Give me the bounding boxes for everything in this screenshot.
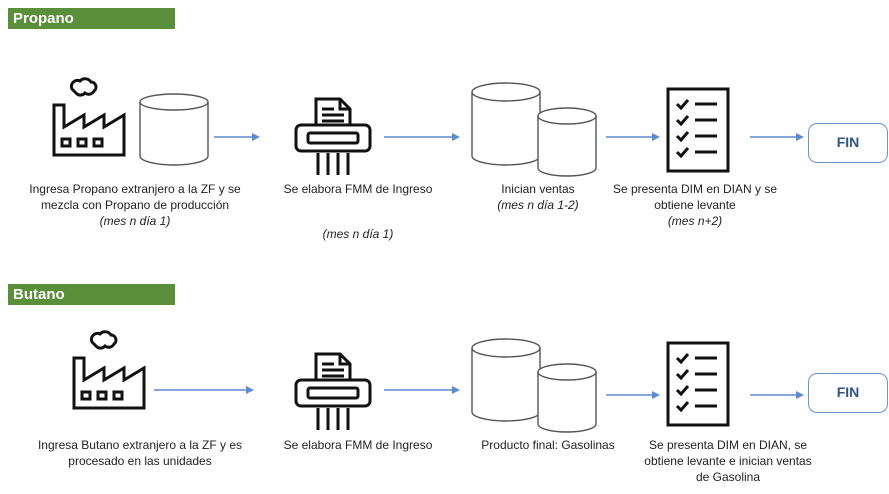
factory-icon (52, 77, 126, 157)
step-text: Se presenta DIM en DIAN y se obtiene lev… (612, 182, 778, 212)
step-text: Ingresa Butano extranjero a la ZF y es p… (37, 438, 243, 468)
document-shredder-icon (294, 352, 372, 430)
step-caption: Se presenta DIM en DIAN y se obtiene lev… (610, 181, 780, 229)
step-note: (mes n día 1-2) (497, 198, 579, 212)
step-text: Se elabora FMM de Ingreso (283, 438, 433, 452)
fin-box: FIN (808, 123, 888, 163)
step-caption: Se presenta DIM en DIAN, se obtiene leva… (640, 437, 816, 485)
step-caption: Ingresa Butano extranjero a la ZF y es p… (20, 437, 260, 469)
checklist-icon (666, 87, 730, 173)
checklist-icon (666, 341, 730, 427)
step-text: Ingresa Propano extranjero a la ZF y se … (29, 182, 241, 212)
flow-arrow (606, 133, 660, 141)
storage-tanks-icon (471, 338, 597, 433)
step-caption: Se elabora FMM de Ingreso (268, 437, 448, 453)
step-caption: Ingresa Propano extranjero a la ZF y se … (20, 181, 250, 229)
step-caption: Inician ventas (mes n día 1-2) (468, 181, 608, 213)
step-note: (mes n+2) (667, 214, 723, 228)
step-text: Inician ventas (501, 182, 575, 196)
step-text: Producto final: Gasolinas (481, 438, 615, 452)
step-caption: Producto final: Gasolinas (458, 437, 638, 453)
flow-arrow (750, 391, 804, 399)
storage-tank-icon (139, 93, 209, 166)
flow-arrow (214, 133, 260, 141)
propano-header: Propano (8, 8, 175, 29)
storage-tanks-icon (471, 82, 597, 177)
step-note: (mes n día 1) (99, 214, 171, 228)
flow-arrow (154, 386, 254, 394)
document-shredder-icon (294, 97, 372, 175)
fin-box: FIN (808, 373, 888, 413)
flow-arrow (606, 391, 660, 399)
step-text: Se elabora FMM de Ingreso (283, 182, 433, 196)
factory-icon (72, 330, 146, 410)
step-note: (mes n día 1) (322, 227, 394, 241)
flow-arrow (384, 133, 460, 141)
step-caption: Se elabora FMM de Ingreso (mes n día 1) (268, 181, 448, 242)
flow-arrow (384, 386, 460, 394)
step-text: Se presenta DIM en DIAN, se obtiene leva… (644, 438, 812, 484)
butano-header: Butano (8, 284, 175, 305)
flow-arrow (750, 133, 804, 141)
